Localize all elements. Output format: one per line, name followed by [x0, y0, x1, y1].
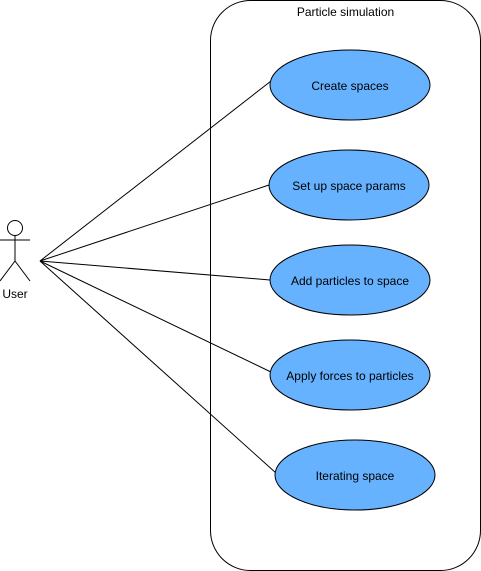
- use-case-apply-forces-to-particles[interactable]: Apply forces to particles: [269, 339, 431, 411]
- association-add-particles: [39, 260, 271, 281]
- use-case-label: Iterating space: [316, 469, 395, 483]
- associations: [39, 80, 277, 474]
- actor-left-leg: [0, 260, 16, 282]
- use-case-ellipse: [269, 244, 431, 316]
- use-case-ellipse: [269, 339, 431, 411]
- actor-user[interactable]: [0, 220, 31, 282]
- actor-label: User: [2, 287, 27, 301]
- use-case-create-spaces[interactable]: Create spaces: [269, 49, 431, 121]
- use-case-ellipse: [269, 49, 431, 121]
- use-case-label: Set up space params: [292, 179, 405, 193]
- use-case-ellipse: [274, 439, 436, 511]
- use-case-iterating-space[interactable]: Iterating space: [274, 439, 436, 511]
- actor-right-leg: [14, 260, 31, 282]
- use-case-set-up-space-params[interactable]: Set up space params: [268, 149, 430, 221]
- actor-head: [7, 220, 23, 236]
- use-case-ellipse: [268, 149, 430, 221]
- association-create-spaces: [39, 80, 272, 262]
- use-case-add-particles-to-space[interactable]: Add particles to space: [269, 244, 431, 316]
- use-case-label: Apply forces to particles: [286, 369, 413, 383]
- association-set-up-space-params: [39, 184, 270, 262]
- use-case-label: Create spaces: [311, 79, 388, 93]
- system-title: Particle simulation: [297, 5, 394, 19]
- use-case-label: Add particles to space: [291, 274, 409, 288]
- association-apply-forces: [39, 260, 274, 374]
- association-iterating-space: [39, 260, 277, 474]
